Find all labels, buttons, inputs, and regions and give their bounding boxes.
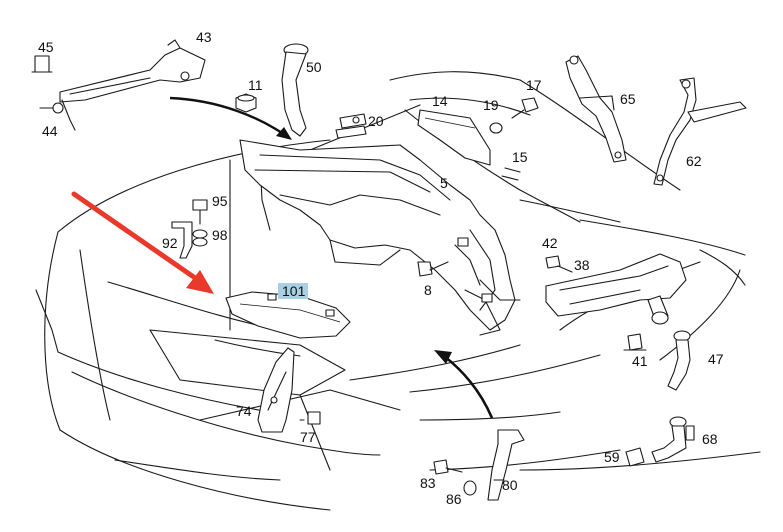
- hose-47: [667, 330, 691, 391]
- label-68: 68: [702, 431, 718, 447]
- label-5: 5: [440, 175, 448, 191]
- bolt-83: [433, 459, 463, 475]
- red-pointer-arrow: [71, 191, 201, 283]
- label-42: 42: [542, 235, 558, 251]
- red-arrowhead: [186, 270, 214, 294]
- label-101: 101: [282, 283, 306, 299]
- label-19: 19: [483, 97, 499, 113]
- label-83: 83: [420, 475, 436, 491]
- arrow-43-to-frame: [169, 96, 286, 136]
- label-59: 59: [604, 449, 620, 465]
- bracket-92: [171, 221, 193, 259]
- arrow-80-to-frame: [443, 354, 494, 419]
- trim-panel-14: [417, 109, 521, 181]
- label-43: 43: [196, 29, 212, 45]
- screw-77: [299, 411, 321, 425]
- label-95: 95: [212, 193, 228, 209]
- body-outline: [35, 71, 761, 511]
- label-74: 74: [236, 403, 252, 419]
- label-14: 14: [432, 93, 448, 109]
- label-92: 92: [162, 235, 178, 251]
- label-45: 45: [38, 39, 54, 55]
- bracket-74: [257, 347, 295, 433]
- washer-98: [192, 229, 208, 247]
- strut-65: [565, 55, 627, 163]
- bolt-42: [545, 255, 573, 273]
- label-47: 47: [708, 351, 724, 367]
- label-98: 98: [212, 227, 228, 243]
- clip-41: [623, 333, 647, 351]
- part-labels: 45 43 44 50 11 20 14 19 17 65 15 62 5 95…: [38, 29, 724, 507]
- washer-19: [489, 122, 503, 134]
- label-50: 50: [306, 59, 322, 75]
- label-65: 65: [620, 91, 636, 107]
- clips-20: [335, 113, 367, 139]
- label-77: 77: [300, 429, 316, 445]
- hose-68: [651, 416, 695, 463]
- bracket-80: [487, 429, 525, 501]
- label-17: 17: [526, 77, 542, 93]
- strut-62: [653, 77, 747, 186]
- arrowhead-80: [434, 350, 452, 364]
- label-15: 15: [512, 149, 528, 165]
- bracket-38: [545, 253, 687, 325]
- label-41: 41: [632, 353, 648, 369]
- label-20: 20: [368, 113, 384, 129]
- nut-11: [235, 93, 257, 113]
- label-38: 38: [574, 257, 590, 273]
- label-62: 62: [686, 153, 702, 169]
- hose-50: [281, 43, 309, 137]
- wheelhouse-panel: [239, 139, 521, 336]
- bolt-95: [192, 199, 208, 225]
- bracket-43: [31, 39, 206, 131]
- clip-86: [463, 480, 477, 496]
- label-11: 11: [248, 77, 263, 93]
- arrowhead-43: [276, 127, 292, 140]
- panel-101: [225, 291, 351, 339]
- label-101-highlight: [278, 283, 308, 299]
- screw-17: [511, 97, 539, 119]
- label-44: 44: [42, 123, 58, 139]
- label-80: 80: [502, 477, 518, 493]
- label-86: 86: [446, 491, 462, 507]
- bolt-8: [417, 261, 449, 277]
- label-8: 8: [424, 282, 432, 298]
- clip-59: [625, 447, 645, 467]
